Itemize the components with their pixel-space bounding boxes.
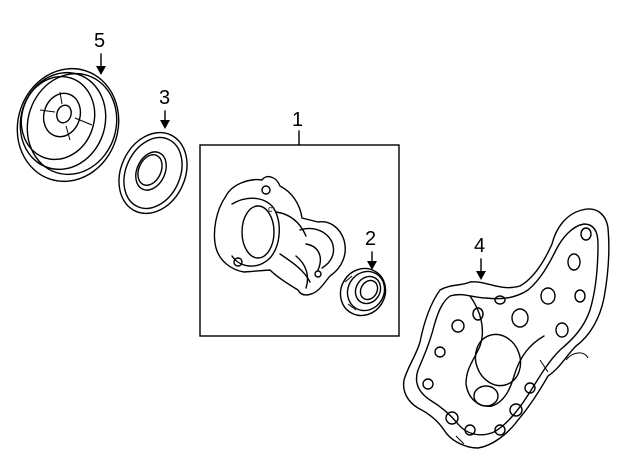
pulley: 5	[16, 30, 120, 183]
callout-2: 2	[365, 228, 376, 250]
callout-1: 1	[292, 109, 303, 131]
water-pump: 1 c	[199, 109, 400, 337]
seal: 2	[339, 228, 387, 317]
callout-2-arrow	[367, 251, 377, 270]
callout-4-arrow	[476, 258, 486, 280]
callout-3-arrow	[160, 110, 170, 129]
svg-text:c: c	[268, 204, 273, 214]
assembly-box	[199, 144, 400, 337]
callout-5: 5	[94, 30, 105, 52]
housing-cover: 4	[402, 208, 610, 449]
gasket: 3	[118, 87, 188, 215]
callout-3: 3	[159, 87, 170, 109]
callout-5-arrow	[96, 53, 106, 75]
callout-4: 4	[474, 235, 485, 257]
